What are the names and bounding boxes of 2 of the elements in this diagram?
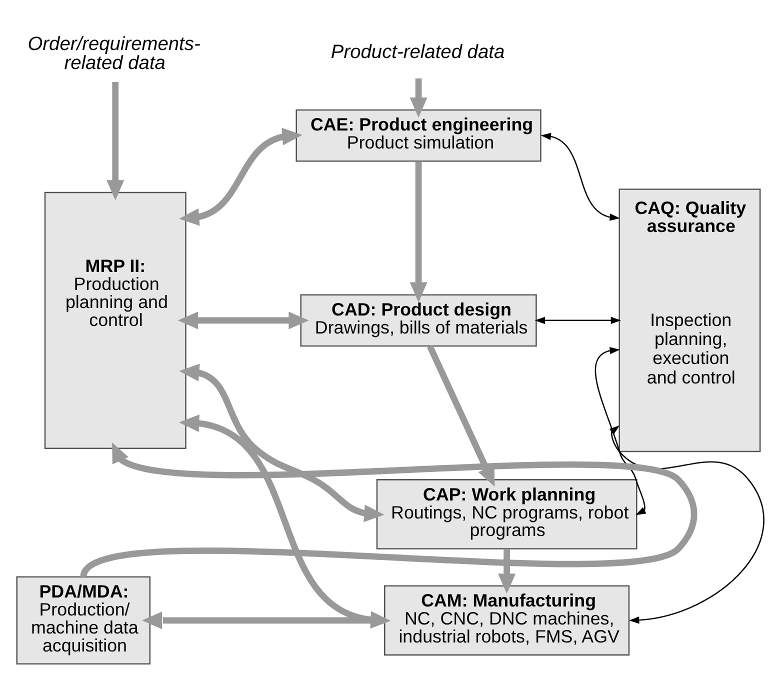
node-text: Product-related data [330, 42, 505, 64]
node-text: Order/requirements-related data [28, 34, 200, 74]
